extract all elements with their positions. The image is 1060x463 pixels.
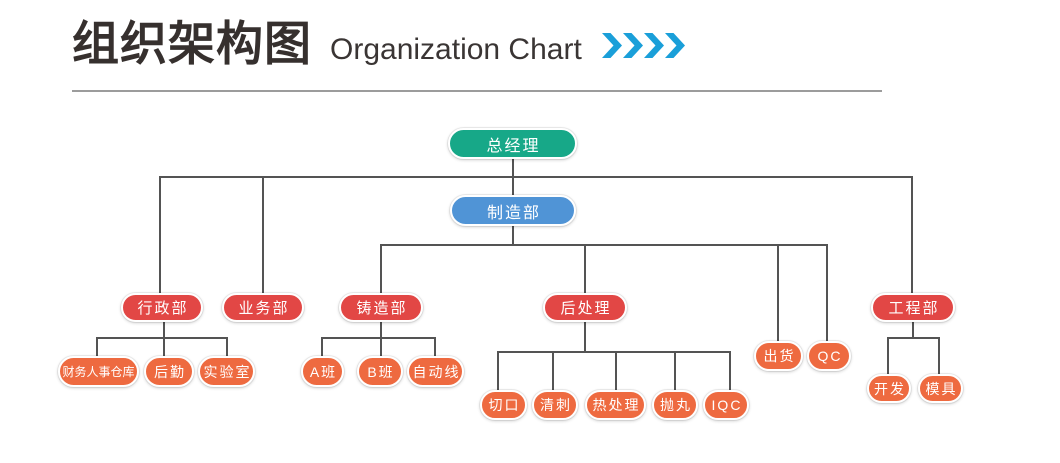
node-deburring: 清刺 <box>532 390 578 420</box>
node-qc: QC <box>807 341 851 371</box>
node-casting-dept: 铸造部 <box>339 293 423 322</box>
node-laboratory: 实验室 <box>198 356 255 387</box>
node-business-dept: 业务部 <box>222 293 304 322</box>
node-cutting: 切口 <box>480 390 527 420</box>
page-header: 组织架构图 Organization Chart <box>72 18 686 70</box>
node-manufacturing-dept: 制造部 <box>450 195 576 226</box>
node-development: 开发 <box>867 374 911 403</box>
node-iqc: IQC <box>703 390 749 420</box>
node-auto-line: 自动线 <box>407 356 464 387</box>
node-team-b: B班 <box>357 356 403 387</box>
node-finance-hr-warehouse: 财务人事仓库 <box>58 356 139 387</box>
node-shipping: 出货 <box>754 341 803 371</box>
page-subtitle: Organization Chart <box>330 33 582 66</box>
header-divider <box>72 90 882 92</box>
node-post-processing-dept: 后处理 <box>543 293 627 322</box>
node-shot-blasting: 抛丸 <box>652 390 698 420</box>
node-engineering-dept: 工程部 <box>871 293 955 322</box>
node-team-a: A班 <box>301 356 344 387</box>
node-heat-treatment: 热处理 <box>585 390 646 420</box>
node-admin-dept: 行政部 <box>121 293 203 322</box>
node-mold: 模具 <box>918 374 963 403</box>
page-title: 组织架构图 <box>72 17 312 70</box>
node-logistics: 后勤 <box>144 356 194 387</box>
quad-chevron-right-icon <box>601 33 686 63</box>
node-general-manager: 总经理 <box>448 128 577 159</box>
